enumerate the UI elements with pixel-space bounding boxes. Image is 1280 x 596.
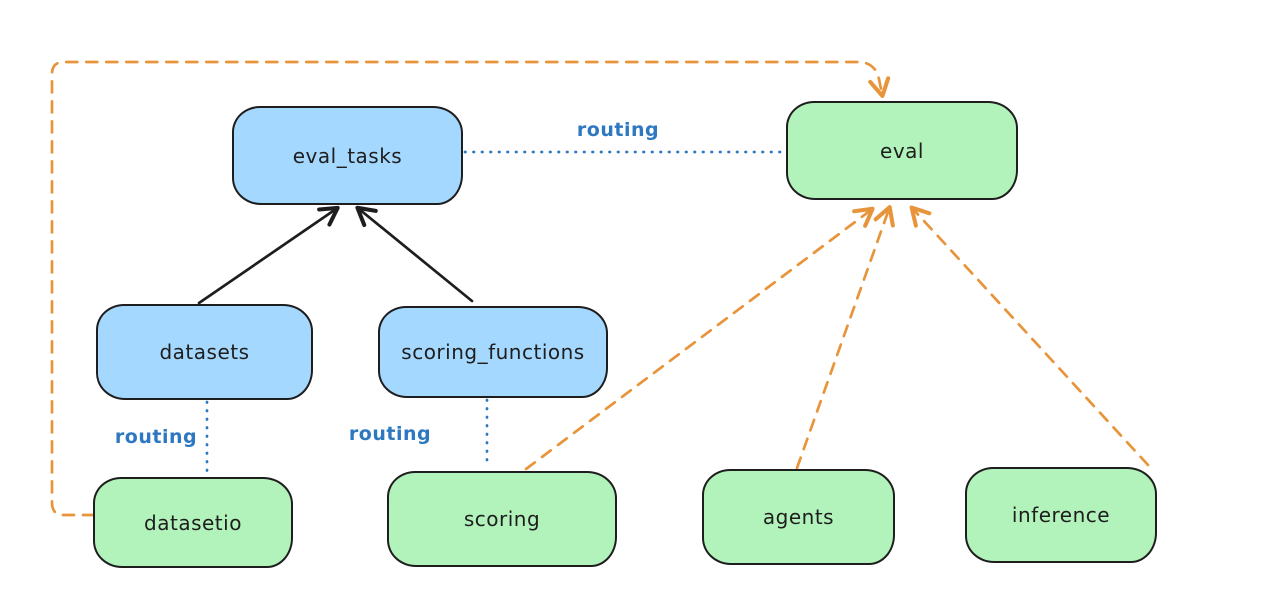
edge-datasets-to-eval_tasks [197,205,340,305]
node-label-inference: inference [1011,503,1111,527]
node-agents: agents [702,469,895,565]
node-label-scoring_functions: scoring_functions [401,340,585,364]
edge-inference-to-eval [909,205,1150,467]
node-label-agents: agents [762,505,835,529]
routing-label-eval: routing [576,119,660,141]
node-label-datasetio: datasetio [144,510,242,535]
node-label-datasets: datasets [159,340,250,364]
node-eval: eval [786,101,1018,200]
node-label-scoring: scoring [463,507,541,531]
node-inference: inference [965,467,1157,563]
node-label-eval: eval [880,138,924,163]
node-label-eval_tasks: eval_tasks [292,143,403,168]
routing-label-scoring: routing [348,423,432,445]
edge-agents-to-eval [795,205,895,470]
routing-label-datasetio: routing [114,426,198,448]
node-datasetio: datasetio [93,477,293,568]
node-scoring_functions: scoring_functions [378,306,608,398]
edge-scoring_functions-to-eval_tasks [355,205,474,303]
node-datasets: datasets [96,304,313,400]
node-scoring: scoring [387,471,617,567]
node-eval_tasks: eval_tasks [232,106,463,205]
